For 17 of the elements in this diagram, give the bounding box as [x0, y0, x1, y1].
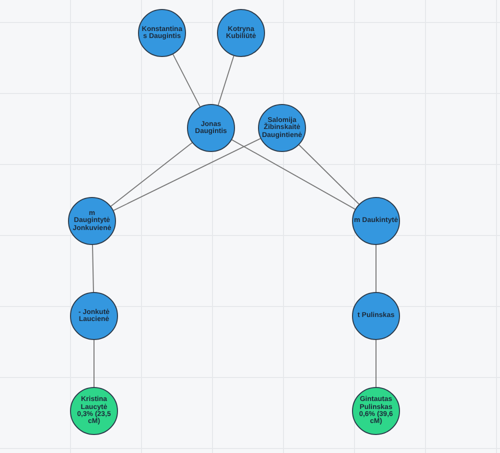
connector-line: [172, 54, 200, 108]
person-circle: [217, 9, 265, 57]
connector-line: [298, 144, 360, 205]
person-circle: [352, 197, 400, 245]
connector-line: [218, 55, 234, 106]
connector-line: [231, 139, 356, 210]
person-circle: [258, 104, 306, 152]
person-circle: [70, 387, 118, 435]
connector-line: [92, 244, 94, 292]
connector-line: [113, 138, 261, 211]
person-circle: [352, 292, 400, 340]
person-circle: [352, 387, 400, 435]
person-circle: [138, 9, 186, 57]
connector-line: [110, 142, 193, 207]
person-circle: [187, 104, 235, 152]
person-circle: [70, 292, 118, 340]
person-circle: [68, 197, 116, 245]
